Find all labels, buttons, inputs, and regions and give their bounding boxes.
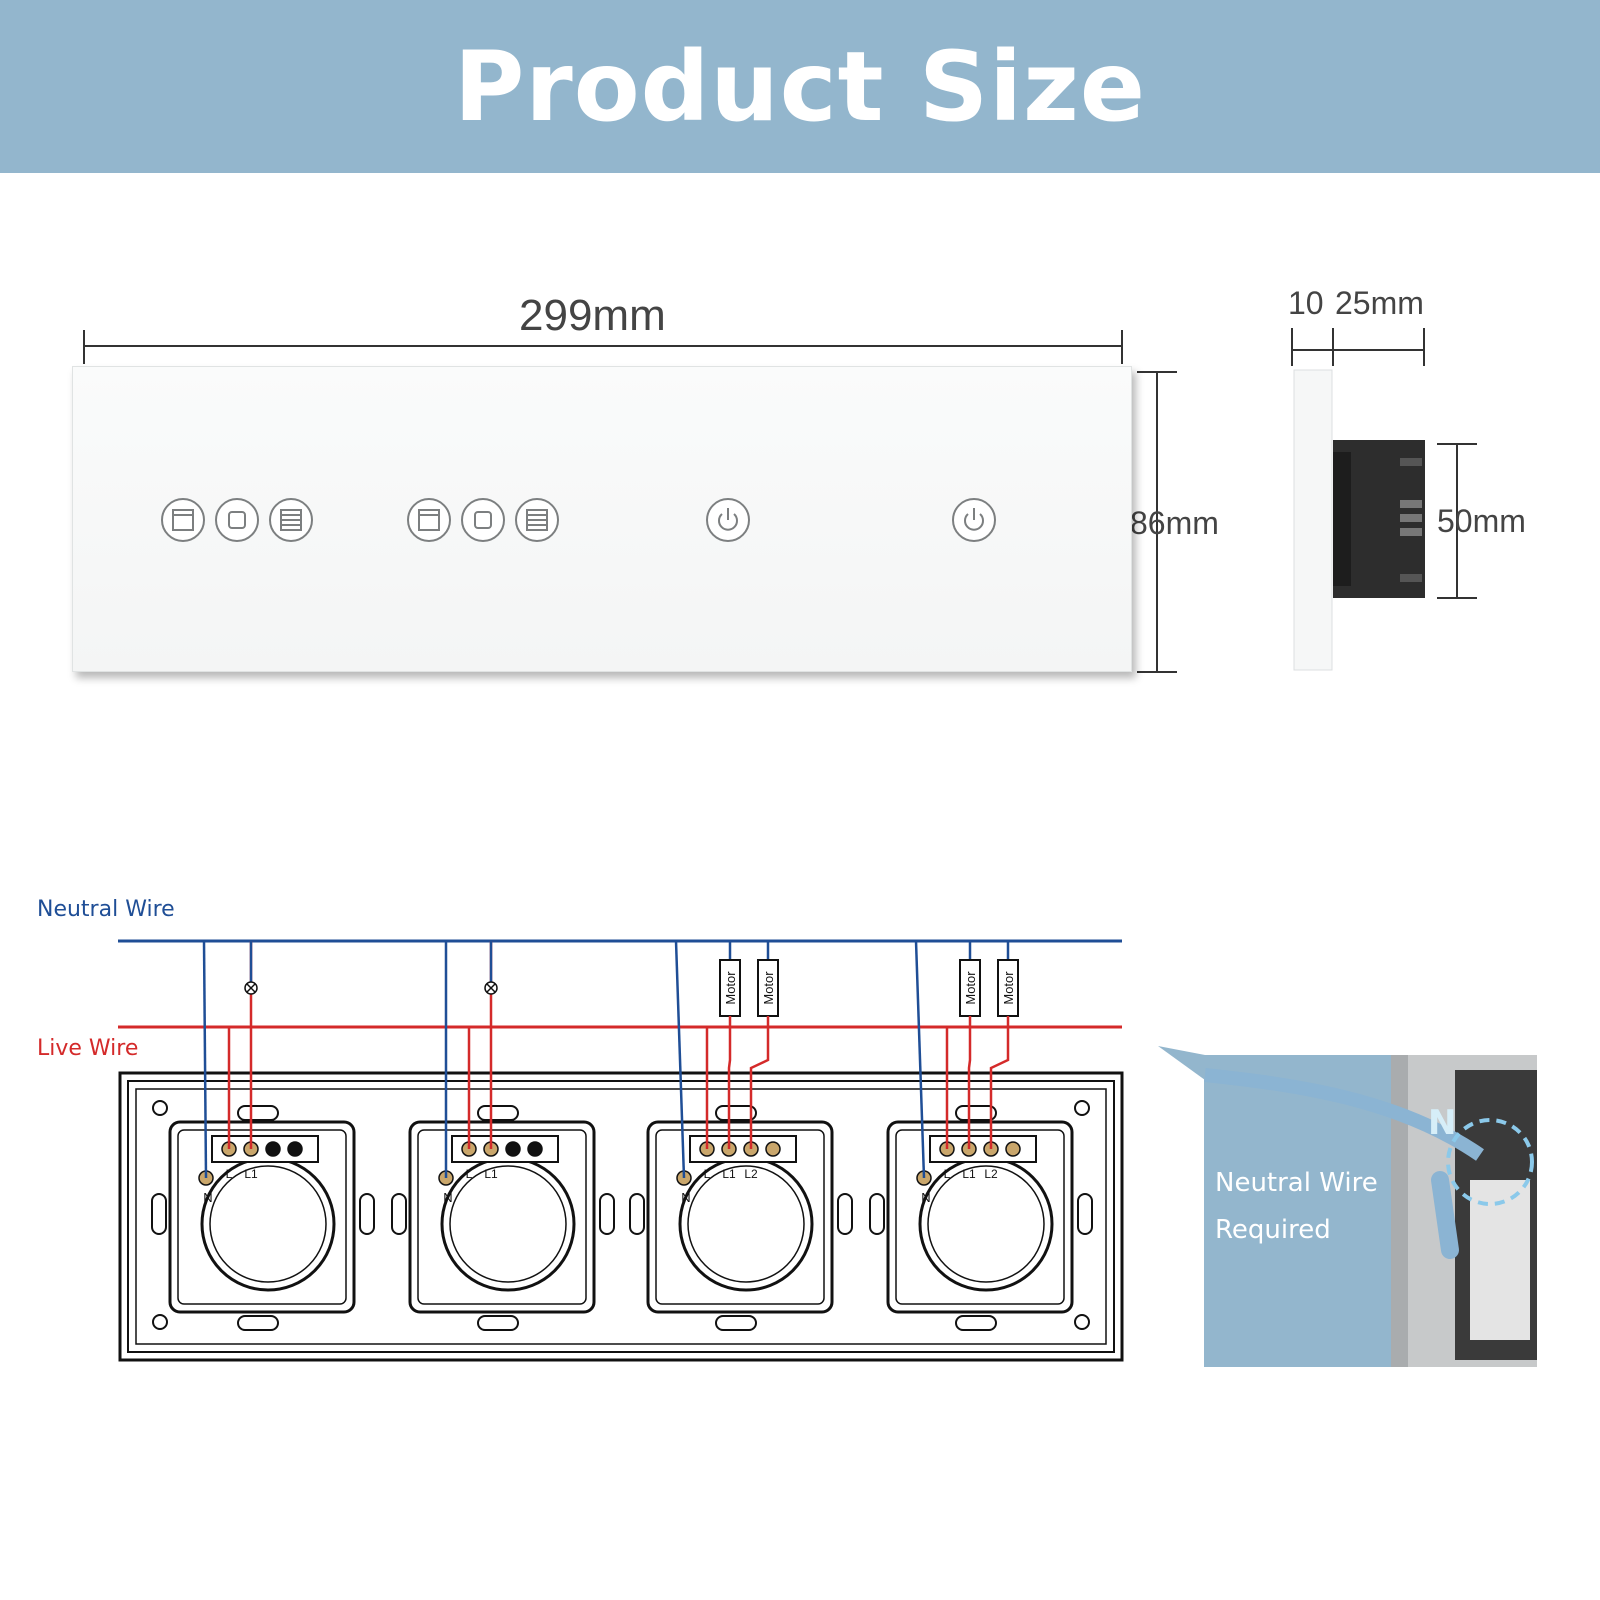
height-label: 86mm <box>1130 505 1219 541</box>
mount-slot <box>359 1193 375 1235</box>
module-inner <box>655 1129 825 1305</box>
module-ring-inner <box>687 1165 805 1283</box>
lamp-icon <box>484 981 498 995</box>
module-housing <box>408 1120 596 1314</box>
motor-label: Motor <box>963 971 978 1005</box>
mount-slot <box>629 1193 645 1235</box>
width-label: 299mm <box>519 291 666 340</box>
frame-screw-hole <box>152 1314 168 1330</box>
mount-slot <box>237 1105 279 1121</box>
neutral-drop-wire <box>674 940 686 1179</box>
terminal-label-l1: L1 <box>244 1167 258 1181</box>
curtain-close-icon <box>515 498 559 542</box>
module-housing <box>886 1120 1074 1314</box>
mount-slot <box>237 1315 279 1331</box>
terminal-label-l1: L1 <box>962 1167 976 1181</box>
mounting-frame-inner <box>127 1080 1115 1353</box>
switch-module: NL L1 <box>151 940 375 1331</box>
mount-slot <box>955 1105 997 1121</box>
curtain-stop-icon <box>461 498 505 542</box>
terminal-label-l: L <box>944 1167 951 1181</box>
terminal-label-n: N <box>921 1190 930 1205</box>
mount-slot <box>599 1193 615 1235</box>
terminal-label-l: L <box>704 1167 711 1181</box>
header-banner: Product Size <box>0 0 1600 173</box>
terminal-label-l2: L2 <box>984 1167 998 1181</box>
mount-slot <box>715 1315 757 1331</box>
neutral-wire-label: Neutral Wire <box>37 897 175 922</box>
motor-live-wire <box>989 1016 1010 1149</box>
terminal-label-l1: L1 <box>484 1167 498 1181</box>
module-inner <box>895 1129 1065 1305</box>
terminal-screw <box>527 1141 543 1157</box>
mount-slot <box>715 1105 757 1121</box>
curtain-close-icon <box>269 498 313 542</box>
terminal-screw <box>287 1141 303 1157</box>
mount-slot <box>151 1193 167 1235</box>
mounting-frame-outer <box>118 1071 1124 1362</box>
curtain-open-icon <box>407 498 451 542</box>
motor-live-wire <box>749 1016 770 1149</box>
body-height-label: 50mm <box>1437 503 1526 539</box>
mount-slot <box>1077 1193 1093 1235</box>
power-icon <box>706 498 750 542</box>
mount-slot <box>477 1315 519 1331</box>
neutral-drop-wire <box>202 940 208 1179</box>
neutral-drop-wire <box>914 940 926 1179</box>
module-ring-inner <box>927 1165 1045 1283</box>
motor-live-wire <box>967 1016 972 1149</box>
mount-slot <box>869 1193 885 1235</box>
live-wire-label: Live Wire <box>37 1036 139 1061</box>
terminal-label-l: L <box>466 1167 473 1181</box>
frame-screw-hole <box>152 1100 168 1116</box>
power-icon <box>952 498 996 542</box>
motor-label: Motor <box>1001 971 1016 1005</box>
mount-slot <box>837 1193 853 1235</box>
mount-slot <box>391 1193 407 1235</box>
terminal-screw <box>1005 1141 1021 1157</box>
motor-label: Motor <box>723 971 738 1005</box>
terminal-label-l1: L1 <box>722 1167 736 1181</box>
terminal-label-n: N <box>681 1190 690 1205</box>
module-housing <box>646 1120 834 1314</box>
inset-badge-n: N <box>1428 1103 1457 1143</box>
frame-screw-hole <box>1074 1100 1090 1116</box>
module-ring-inner <box>209 1165 327 1283</box>
switch-module: NL L1 L2 Motor Motor <box>869 940 1093 1331</box>
terminal-screw <box>505 1141 521 1157</box>
glass-thickness-label: 10 <box>1288 285 1324 321</box>
module-housing <box>168 1120 356 1314</box>
inset-text-line2: Required <box>1215 1215 1331 1245</box>
curtain-stop-icon <box>215 498 259 542</box>
inset-text-line1: Neutral Wire <box>1215 1168 1378 1198</box>
switch-module: NL L1 <box>391 941 615 1331</box>
terminal-label-l2: L2 <box>744 1167 758 1181</box>
terminal-label-n: N <box>203 1190 212 1205</box>
motor-label: Motor <box>761 971 776 1005</box>
mount-slot <box>955 1315 997 1331</box>
mounting-frame-inner2 <box>135 1088 1107 1345</box>
module-ring-inner <box>449 1165 567 1283</box>
terminal-screw <box>265 1141 281 1157</box>
module-inner <box>417 1129 587 1305</box>
curtain-open-icon <box>161 498 205 542</box>
body-depth-label: 25mm <box>1335 285 1424 321</box>
frame-screw-hole <box>1074 1314 1090 1330</box>
switch-module: NL L1 L2 Motor Motor <box>629 940 853 1331</box>
terminal-label-n: N <box>443 1190 452 1205</box>
motor-live-wire <box>727 1016 732 1149</box>
terminal-screw <box>765 1141 781 1157</box>
mount-slot <box>477 1105 519 1121</box>
module-inner <box>177 1129 347 1305</box>
page-title: Product Size <box>454 31 1146 143</box>
lamp-icon <box>244 981 258 995</box>
terminal-label-l: L <box>226 1167 233 1181</box>
